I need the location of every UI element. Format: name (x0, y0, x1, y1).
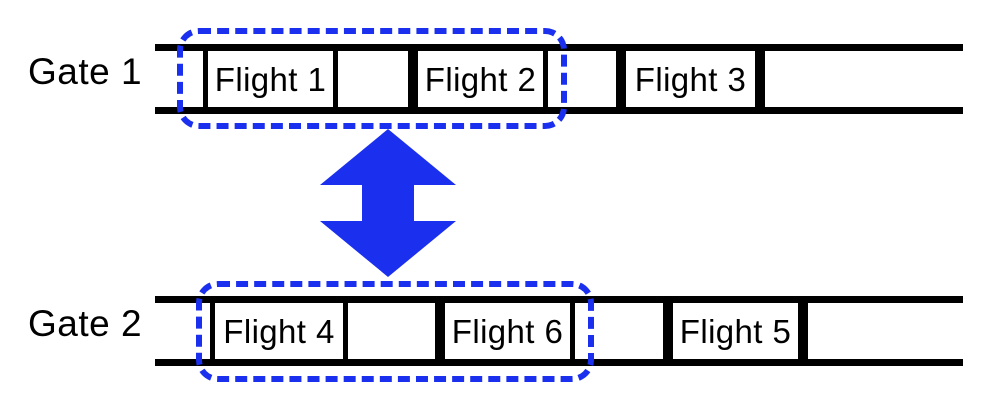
gate-2-flight-cell[interactable]: Flight 4 (210, 303, 348, 359)
gate-1-flight-label: Flight 2 (424, 60, 537, 98)
gate-1-label: Gate 1 (28, 51, 143, 92)
gate-2-flight-cell[interactable]: Flight 5 (668, 303, 803, 359)
gate-1-flight-cell[interactable]: Flight 2 (413, 51, 548, 107)
swap-double-arrow[interactable] (318, 127, 458, 279)
gate-1-flight-cell[interactable]: Flight 1 (203, 51, 338, 107)
gate-2-rail-bottom (155, 359, 963, 366)
gate-2-flight-label: Flight 5 (679, 312, 792, 350)
gate-1-tail-cell[interactable] (760, 51, 963, 107)
gate-2-timeline: Flight 4 Flight 6 Flight 5 (155, 296, 963, 366)
gate-2-label: Gate 2 (28, 303, 143, 344)
gate-1-flight-label: Flight 1 (214, 60, 327, 98)
gate-1-gap-cell[interactable] (548, 51, 621, 107)
gate-2-tail-cell[interactable] (803, 303, 963, 359)
gate-1-timeline: Flight 1 Flight 2 Flight 3 (155, 44, 963, 114)
gate-1-flight-label: Flight 3 (634, 60, 747, 98)
gate-2-flight-label: Flight 6 (451, 312, 564, 350)
gate-2-flight-cell[interactable]: Flight 6 (440, 303, 575, 359)
gate-1-selection-box[interactable] (177, 28, 567, 129)
gate-2-rail-top (155, 296, 963, 303)
gate-2-selection-box[interactable] (196, 281, 594, 382)
gate-2-gap-cell[interactable] (348, 303, 440, 359)
gate-2-flight-label: Flight 4 (223, 312, 335, 350)
gate-1-flight-cell[interactable]: Flight 3 (621, 51, 760, 107)
gate-1-gap-cell[interactable] (338, 51, 413, 107)
